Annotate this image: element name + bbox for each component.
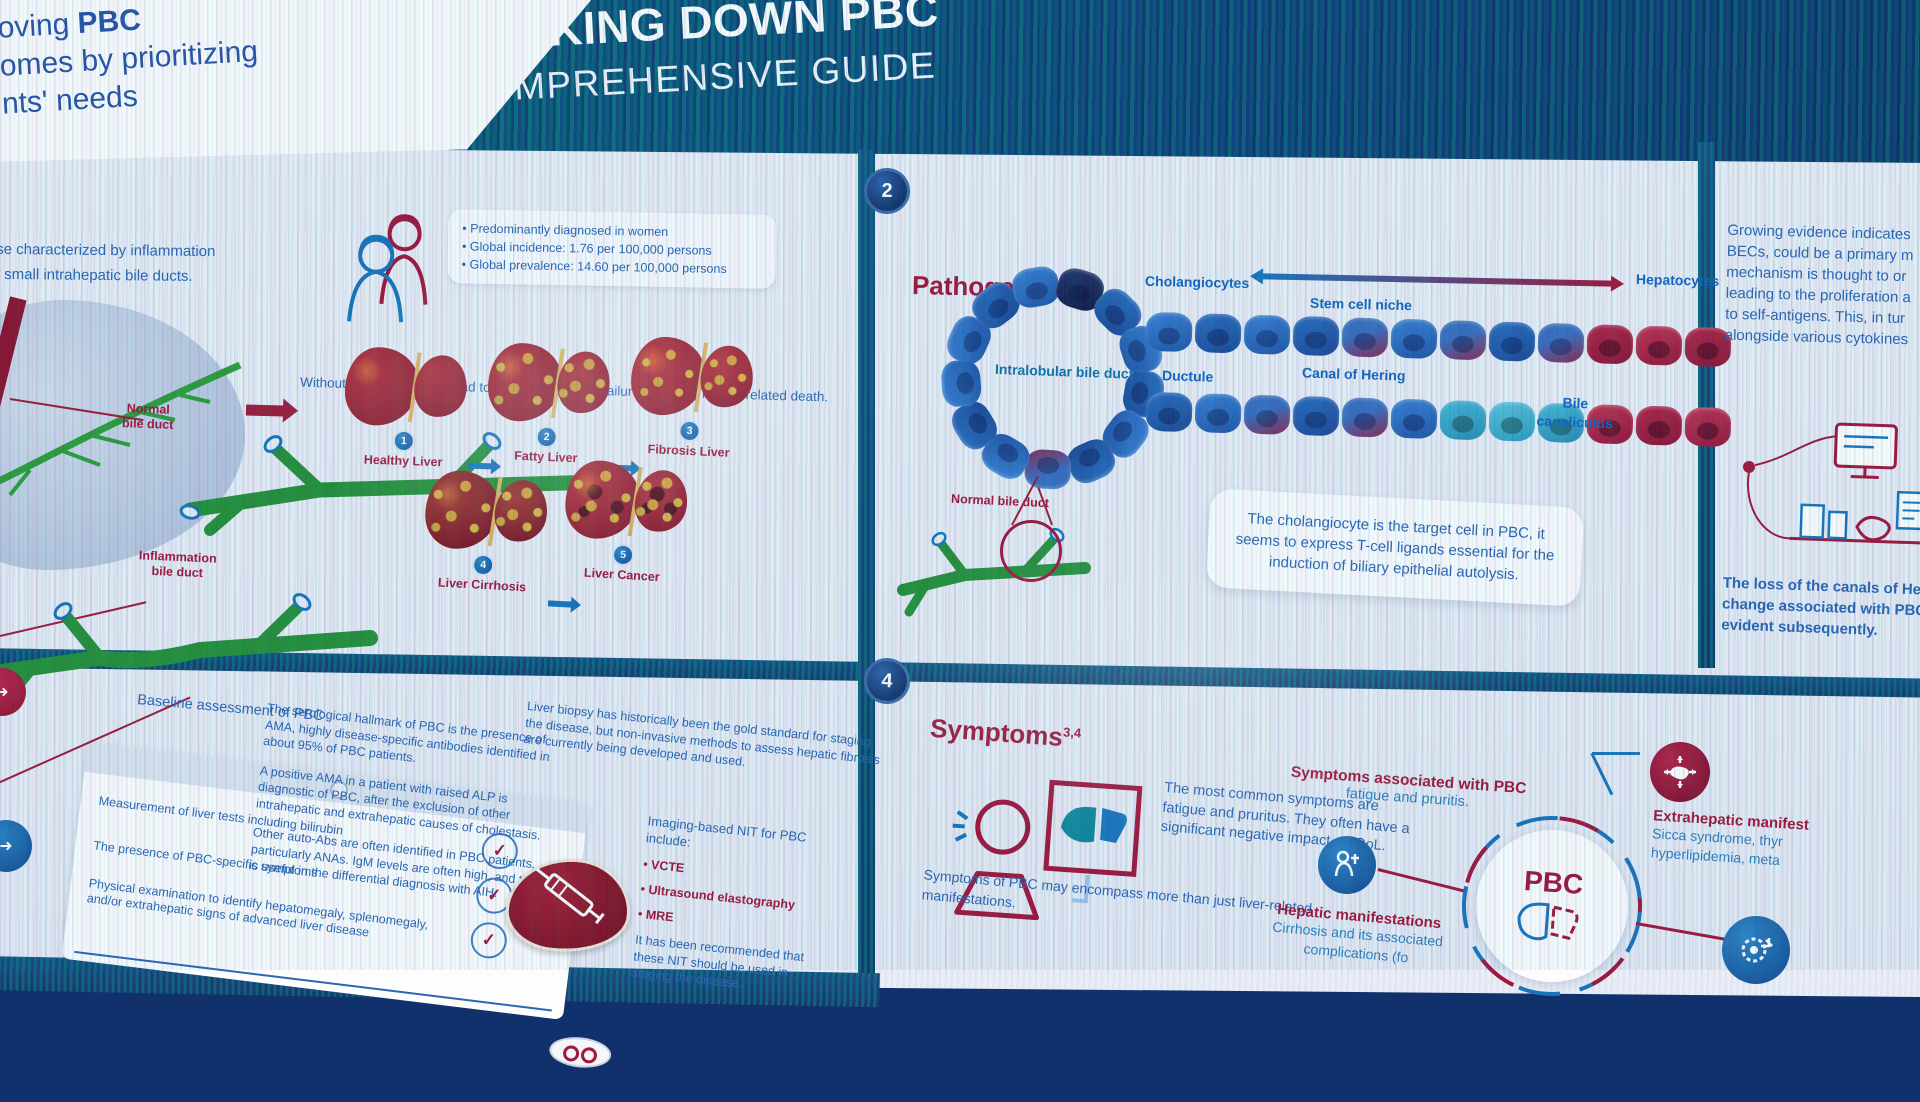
- inflamed-bile-duct-icon: [0, 580, 390, 710]
- epithelial-cell: [1341, 397, 1388, 437]
- hepatocytes-label: Hepatocytes: [1636, 271, 1720, 289]
- liver-spread-icon: [1650, 742, 1710, 802]
- intro-line-2: f small intrahepatic bile ducts.: [0, 262, 215, 289]
- dot-icon: [1743, 461, 1755, 473]
- logo-text: oving PBC omes by prioritizing nts' need…: [0, 0, 261, 124]
- epithelial-cell: [1488, 401, 1535, 441]
- alert-marks-icon: [952, 812, 968, 841]
- biopsy-liver-icon: [502, 852, 635, 958]
- liver-outline-icon: [1857, 517, 1890, 540]
- stage-liver-cirrhosis: 4 Liver Cirrhosis: [419, 469, 552, 596]
- stage-number: 1: [392, 430, 415, 453]
- epithelial-cell: [1635, 326, 1682, 366]
- epithelial-cell: [1244, 315, 1291, 355]
- epithelial-cell: [1341, 317, 1388, 357]
- epi-bullet-3: Global prevalence: 14.60 per 100,000 per…: [462, 255, 762, 278]
- epithelial-cell: [1390, 319, 1437, 359]
- epithelial-cell: [1195, 313, 1242, 353]
- liver-left-lobe-icon: [1060, 805, 1096, 843]
- epithelial-cell: [1146, 392, 1193, 432]
- stem-cell-niche-label: Stem cell niche: [1310, 295, 1412, 313]
- epithelial-cell: [1244, 395, 1291, 435]
- liver-right-lobe-icon: [1100, 808, 1128, 844]
- metabolic-icon: [1722, 916, 1790, 984]
- bile-canaliculus-label: Bile canaliculus: [1529, 392, 1620, 433]
- pbc-label: PBC: [1523, 865, 1584, 901]
- stage-fibrosis-liver: 3 Fibrosis Liver: [625, 335, 756, 461]
- extrahepatic-block: Extrahepatic manifest Sicca syndrome, th…: [1650, 807, 1809, 871]
- epithelial-cell: [1293, 396, 1340, 436]
- connector-line: [1592, 752, 1640, 755]
- epithelial-cell: [1439, 320, 1486, 360]
- epithelial-cell: [1439, 400, 1486, 440]
- epithelial-cell: [1635, 406, 1682, 446]
- epithelial-cell: [1390, 399, 1437, 439]
- inflammation-duct-label: Inflammation bile duct: [129, 548, 225, 582]
- loss-paragraph: The loss of the canals of He change asso…: [1721, 572, 1920, 642]
- epithelial-cell: [1586, 324, 1633, 364]
- pbc-wheel: PBC: [1445, 799, 1658, 1012]
- stage-healthy-liver: 1 Healthy Liver: [340, 346, 470, 470]
- imaging-equipment-icon: [1733, 415, 1920, 582]
- p2-bile-duct-icon: [895, 520, 1095, 620]
- epithelial-cell: [1684, 407, 1731, 447]
- pbc-liver-icon: [1511, 896, 1590, 947]
- stage-arrow-icon: [468, 463, 492, 470]
- canal-of-hering-label: Canal of Hering: [1302, 364, 1406, 383]
- cholangiocyte-callout: The cholangiocyte is the target cell in …: [1206, 488, 1585, 606]
- intro-line-1: se characterized by inflammation: [0, 237, 216, 264]
- progression-arrow-icon: [246, 405, 284, 417]
- cholangiocytes-label: Cholangiocytes: [1145, 273, 1250, 291]
- check-icon: ✓: [471, 922, 508, 959]
- women-icon: [341, 207, 439, 329]
- fatigue-icon: [1318, 836, 1376, 894]
- cholangiocyte-cell: [940, 359, 982, 407]
- vertical-divider-2: [1698, 142, 1715, 668]
- stage-liver-cancer: 5 Liver Cancer: [559, 458, 692, 585]
- cholangiocyte-cell: [1024, 449, 1072, 491]
- petri-dish-icon: [548, 1034, 613, 1070]
- epithelial-cell: [1293, 316, 1340, 356]
- epithelial-cell: [1488, 321, 1535, 361]
- nit-intro: Imaging-based NIT for PBC include:: [645, 813, 837, 866]
- panel1-intro: se characterized by inflammation f small…: [0, 237, 216, 289]
- ductule-label: Ductule: [1162, 367, 1214, 385]
- symptoms-refs: 3,4: [1063, 724, 1082, 740]
- device-icon: [1801, 505, 1824, 538]
- stage-fatty-liver: 2 Fatty Liver: [483, 342, 614, 467]
- epithelial-cell: [1537, 323, 1584, 363]
- stage-arrow-icon: [548, 600, 572, 607]
- epidemiology-box: Predominantly diagnosed in women Global …: [447, 209, 776, 289]
- epithelial-cell: [1146, 312, 1193, 352]
- right-paragraph: Growing evidence indicates BECs, could b…: [1724, 220, 1914, 351]
- epithelial-cell: [1195, 393, 1242, 433]
- device-icon: [1829, 512, 1847, 539]
